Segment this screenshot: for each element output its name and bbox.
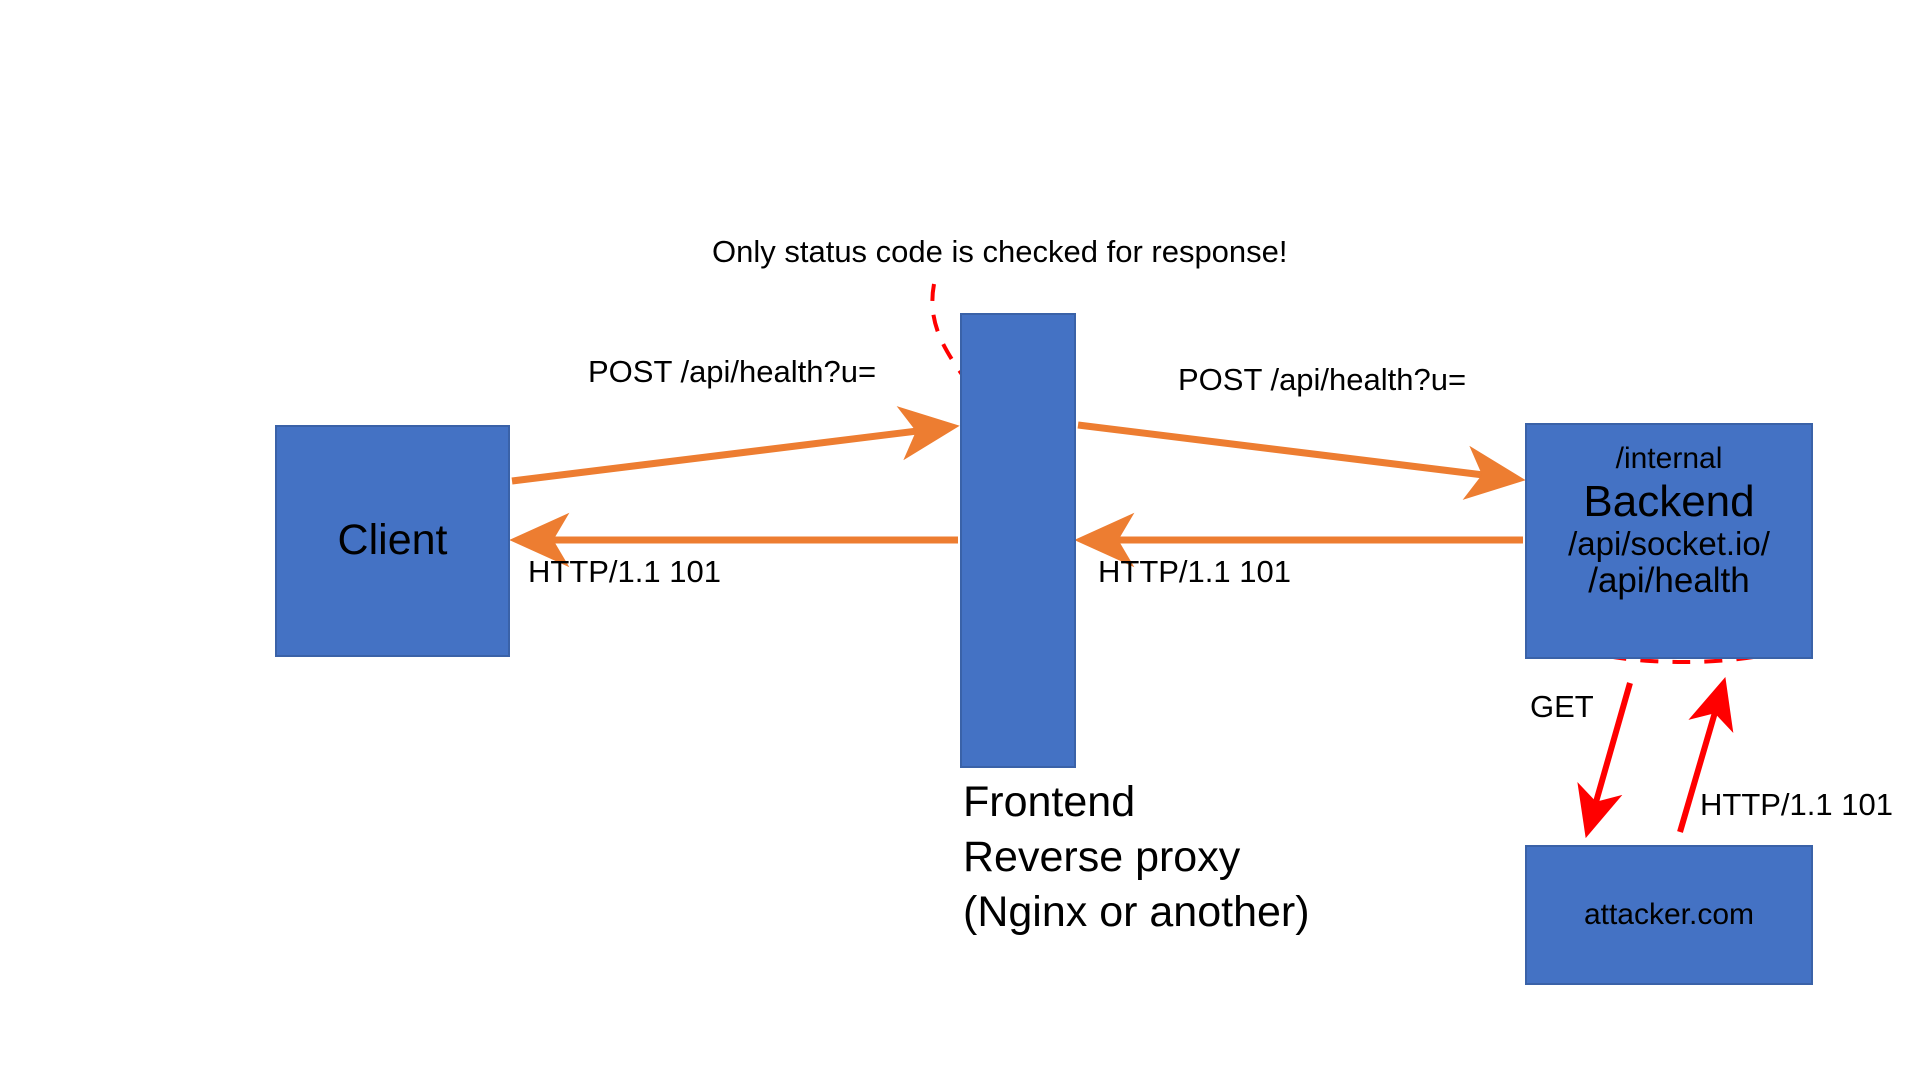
edge-label-get-backend-to-attacker: GET [1530,689,1594,724]
node-backend[interactable]: /internal Backend /api/socket.io/ /api/h… [1525,423,1813,659]
arrow-backend-to-attacker [1577,682,1633,839]
backend-internal-path: /internal [1615,442,1723,475]
frontend-caption-line-3: (Nginx or another) [963,888,1310,937]
node-client-label: Client [337,516,448,565]
node-client[interactable]: Client [275,425,510,657]
arrow-client-to-frontend [511,406,960,485]
frontend-caption: Frontend Reverse proxy (Nginx or another… [963,775,1310,940]
frontend-caption-line-2: Reverse proxy [963,833,1241,882]
backend-title: Backend [1583,476,1755,526]
edge-label-post-client-to-frontend: POST /api/health?u= [588,354,877,389]
edge-label-post-frontend-to-backend: POST /api/health?u= [1178,362,1467,397]
node-attacker[interactable]: attacker.com [1525,845,1813,985]
frontend-caption-line-1: Frontend [963,778,1136,826]
node-frontend-reverse-proxy[interactable] [960,313,1076,768]
backend-socket-path: /api/socket.io/ [1568,524,1770,562]
node-attacker-label: attacker.com [1583,898,1755,932]
backend-health-path: /api/health [1588,561,1750,601]
edge-label-response-frontend-to-client: HTTP/1.1 101 [528,554,721,589]
arrow-frontend-to-backend [1077,421,1526,500]
edge-label-response-backend-to-frontend: HTTP/1.1 101 [1098,554,1291,589]
edge-label-response-attacker-to-backend: HTTP/1.1 101 [1700,787,1893,822]
status-code-note: Only status code is checked for response… [712,234,1288,269]
